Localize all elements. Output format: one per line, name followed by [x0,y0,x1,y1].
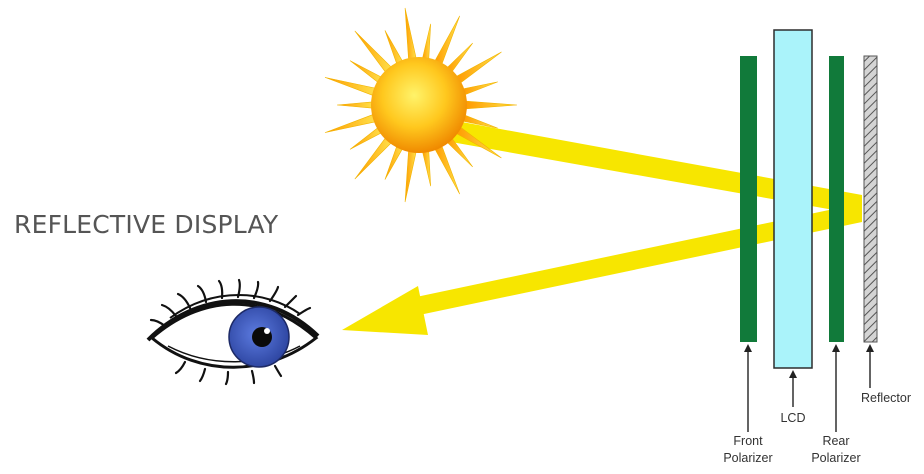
sun-ray [385,145,403,179]
sun-ray [350,61,382,83]
lcd-label: LCD [773,410,813,427]
rear-polarizer [829,56,844,342]
reflector-pointer [866,344,874,388]
lcd-panel [774,30,812,368]
sun-icon [325,8,517,202]
diagram-title: REFLECTIVE DISPLAY [14,210,278,239]
reflector-label: Reflector [852,390,920,407]
sun-ray [434,145,459,194]
front-polarizer-pointer [744,344,752,432]
sun-ray [422,24,430,60]
lcd-pointer [789,370,797,407]
sun-ray [405,150,416,202]
sun-ray [434,16,459,65]
eye-icon [148,280,318,384]
front-polarizer-label-line2: Polarizer [716,450,780,467]
sun-ray [325,77,376,95]
front-polarizer [740,56,757,342]
rear-polarizer-label: Rear Polarizer [804,433,868,467]
sun-ray [337,102,373,108]
sun-ray [422,150,430,186]
sun-ray [325,114,376,132]
rear-polarizer-label-line2: Polarizer [804,450,868,467]
sun-ray [462,82,498,95]
sun-ray [350,127,382,149]
rear-polarizer-label-line1: Rear [804,433,868,450]
front-polarizer-label: Front Polarizer [716,433,780,467]
rear-polarizer-pointer [832,344,840,432]
reflector [864,56,877,342]
sun-ray [385,30,403,64]
front-polarizer-label-line1: Front [716,433,780,450]
sun-ray [465,101,517,109]
sun-ray [447,43,473,72]
sun-ray [405,8,416,60]
